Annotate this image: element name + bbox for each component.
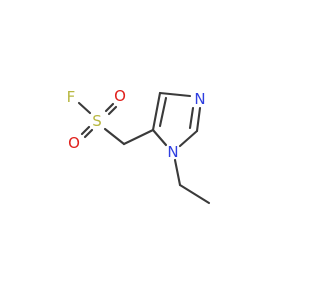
bond-f-s <box>77 101 92 115</box>
atom-nitrogen-ethyl: N <box>167 143 178 161</box>
bond-n1-ethyl-ch2 <box>173 158 182 187</box>
bonds <box>77 91 211 205</box>
atom-fluorine: F <box>67 88 76 106</box>
bond-s-o-top-2 <box>107 105 118 116</box>
bond-ch2-c5 <box>122 128 155 146</box>
atom-labels: F S O O N N <box>67 87 206 161</box>
atom-sulfur: S <box>92 112 102 130</box>
bond-s-o-bottom-2 <box>83 128 94 139</box>
bond-s-o-bottom-1 <box>80 125 91 136</box>
atom-oxygen-top: O <box>114 87 126 105</box>
chemical-structure: F S O O N N <box>67 87 211 205</box>
bond-n3-c2-inner <box>188 106 195 130</box>
bond-c4-n3 <box>158 91 192 98</box>
atom-nitrogen-ring: N <box>194 90 205 108</box>
bond-s-o-top-1 <box>104 102 115 113</box>
bond-c5-c4 <box>151 91 162 132</box>
bond-s-ch2 <box>103 127 126 146</box>
bond-n3-c2 <box>195 106 202 133</box>
bond-n1-c5 <box>151 128 168 147</box>
bond-c5-c4-inner <box>158 96 168 128</box>
bond-ethyl-ch3 <box>178 183 211 205</box>
atom-oxygen-bottom: O <box>68 134 80 152</box>
bond-c2-n1 <box>178 129 199 148</box>
